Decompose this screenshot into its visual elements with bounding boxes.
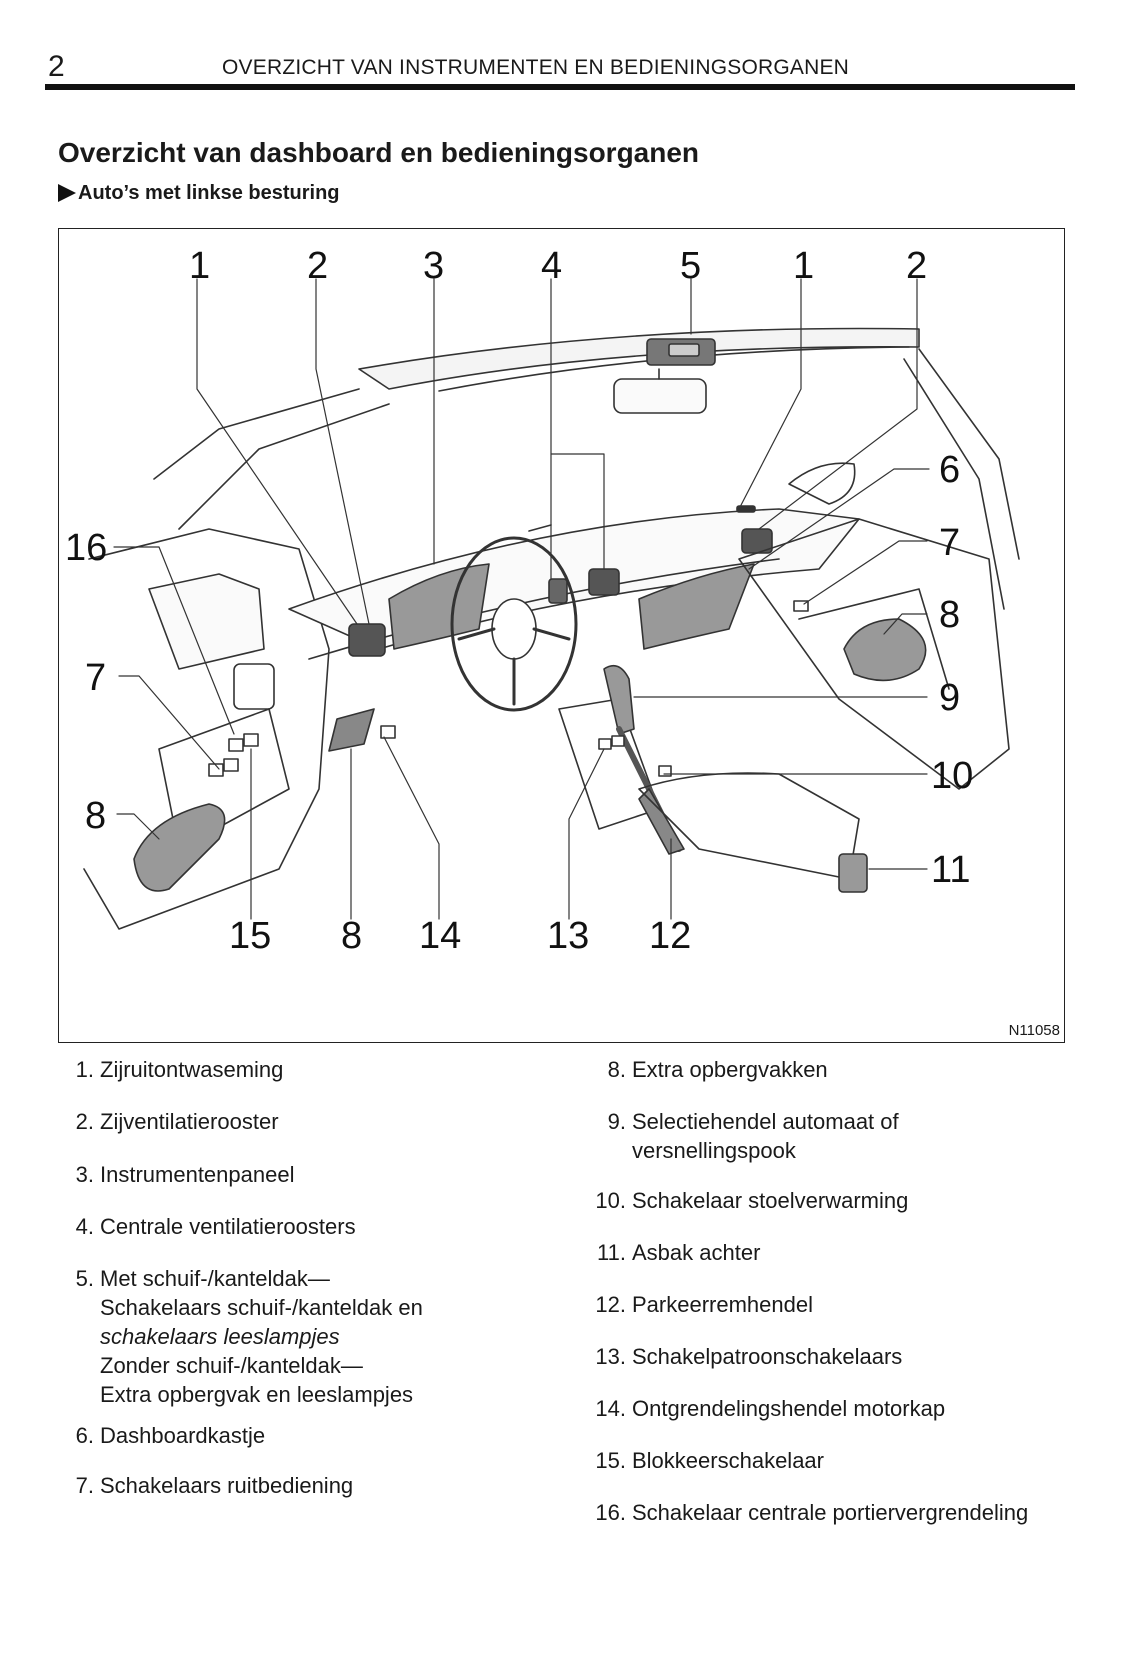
legend-number: 4. (75, 1214, 94, 1239)
callout-top-2: 2 (307, 245, 329, 287)
triangle-bullet-icon (58, 184, 76, 202)
legend-number: 2. (75, 1109, 94, 1134)
legend-number: 7. (75, 1473, 94, 1498)
legend-number: 10. (595, 1188, 626, 1213)
legend-text: Schakelaar centrale portiervergrendeling (632, 1500, 1029, 1525)
legend-number: 15. (595, 1448, 626, 1473)
legend-text: Met schuif-/kanteldak— Schakelaars schui… (100, 1266, 423, 1407)
legend-number: 8. (607, 1057, 626, 1082)
legend-text: Schakelaars ruitbediening (100, 1473, 354, 1498)
callout-bottom-14: 14 (419, 915, 462, 957)
callout-bottom-12: 12 (649, 915, 692, 957)
legend-text: Selectiehendel automaat of versnellingsp… (632, 1109, 899, 1163)
callout-left-16: 16 (65, 527, 108, 569)
legend-number: 9. (607, 1109, 626, 1134)
legend-number: 11. (597, 1240, 626, 1265)
subtitle-text: Auto’s met linkse besturing (78, 182, 340, 204)
callout-top-1: 1 (189, 245, 211, 287)
legend-text: Blokkeerschakelaar (632, 1448, 824, 1473)
figure-code: N11058 (1008, 1022, 1060, 1039)
page-number: 2 (48, 50, 65, 83)
callout-left-7: 7 (85, 657, 107, 699)
callout-top-5: 5 (680, 245, 702, 287)
dashboard-drawing (83, 278, 1020, 930)
dashboard-illustration: 1 2 3 4 5 1 2 6 7 8 9 10 11 16 7 8 15 8 … (58, 228, 1065, 1043)
legend-text: Schakelpatroonschakelaars (632, 1344, 903, 1369)
legend-text: Instrumentenpaneel (100, 1162, 295, 1187)
legend-number: 1. (75, 1057, 94, 1082)
legend-number: 5. (75, 1266, 94, 1291)
callout-right-9: 9 (939, 677, 961, 719)
legend-text: Extra opbergvakken (632, 1057, 828, 1082)
legend-text: Schakelaar stoelverwarming (632, 1188, 909, 1213)
legend-text: Parkeerremhendel (632, 1292, 813, 1317)
legend-number: 6. (75, 1423, 94, 1448)
callout-bottom-8: 8 (341, 915, 363, 957)
legend-text: Zijruitontwaseming (100, 1057, 284, 1082)
callout-bottom-15: 15 (229, 915, 272, 957)
callout-right-11: 11 (931, 849, 971, 891)
callout-top-2b: 2 (906, 245, 928, 287)
legend-number: 13. (595, 1344, 626, 1369)
legend-text: Centrale ventilatieroosters (100, 1214, 356, 1239)
callout-top-1b: 1 (793, 245, 815, 287)
section-title: Overzicht van dashboard en bedieningsorg… (58, 137, 700, 168)
legend-text: Asbak achter (632, 1240, 761, 1265)
legend-number: 12. (595, 1292, 626, 1317)
legend-text: Ontgrendelingshendel motorkap (632, 1396, 946, 1421)
callout-right-7: 7 (939, 522, 961, 564)
running-header: OVERZICHT VAN INSTRUMENTEN EN BEDIENINGS… (222, 56, 850, 79)
legend-number: 16. (595, 1500, 626, 1525)
callout-right-8: 8 (939, 594, 961, 636)
callout-right-10: 10 (931, 755, 974, 797)
legend-text: Dashboardkastje (100, 1423, 266, 1448)
callout-top-3: 3 (423, 245, 445, 287)
legend-text: Zijventilatierooster (100, 1109, 279, 1134)
subtitle: Auto’s met linkse besturing (58, 182, 340, 205)
header-rule (45, 84, 1075, 90)
callout-right-6: 6 (939, 449, 961, 491)
legend-number: 3. (75, 1162, 94, 1187)
callout-top-4: 4 (541, 245, 563, 287)
legend-number: 14. (595, 1396, 626, 1421)
callout-bottom-13: 13 (547, 915, 590, 957)
callout-left-8: 8 (85, 795, 107, 837)
